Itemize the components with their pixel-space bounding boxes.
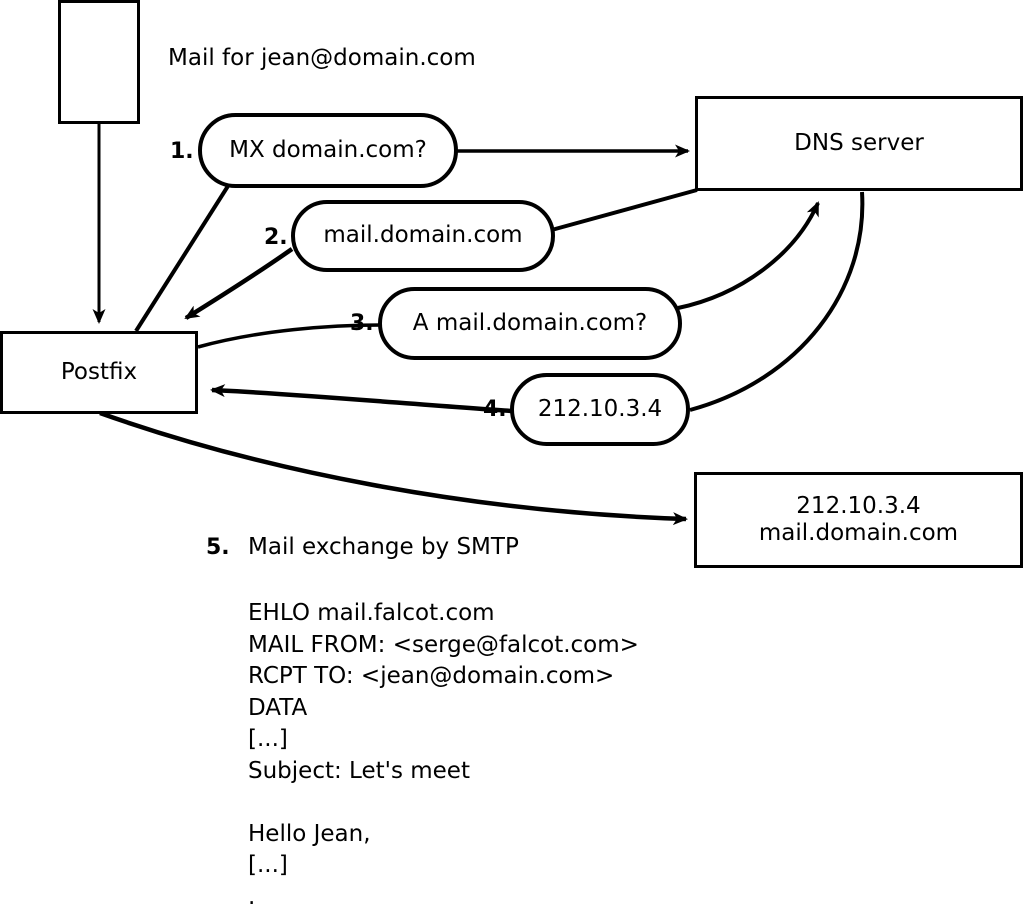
dns-server-node: DNS server	[695, 96, 1023, 191]
step-3-label: A mail.domain.com?	[412, 309, 648, 336]
step-2-label: mail.domain.com	[323, 222, 523, 249]
postfix-label: Postfix	[60, 358, 138, 385]
postfix-node: Postfix	[0, 331, 198, 414]
step-4-number: 4.	[483, 397, 507, 422]
step-1-number: 1.	[170, 139, 194, 164]
step-5-heading: Mail exchange by SMTP	[248, 534, 519, 560]
smtp-transcript: EHLO mail.falcot.com MAIL FROM: <serge@f…	[248, 600, 639, 910]
step-1-label: MX domain.com?	[229, 136, 427, 163]
wire-step3-to-dns	[677, 201, 820, 310]
wire-dns-to-step4	[689, 191, 865, 412]
step-3-number: 3.	[350, 311, 374, 336]
remote-mx-label: 212.10.3.4 mail.domain.com	[758, 492, 959, 546]
mail-for-note: Mail for jean@domain.com	[168, 45, 476, 71]
wire-postfix-to-remote-mx	[99, 410, 688, 526]
step-1-pill: MX domain.com?	[198, 113, 458, 188]
step-2-pill: mail.domain.com	[291, 200, 555, 272]
wire-step2-to-postfix	[184, 247, 294, 320]
remote-mx-node: 212.10.3.4 mail.domain.com	[694, 472, 1023, 568]
step-4-pill: 212.10.3.4	[510, 373, 690, 446]
wire-postfix-to-step3	[197, 323, 383, 349]
step-2-number: 2.	[264, 225, 288, 250]
step-4-label: 212.10.3.4	[537, 395, 663, 422]
wire-postfix-to-step1	[134, 184, 230, 333]
step-3-pill: A mail.domain.com?	[378, 287, 682, 360]
client-box	[58, 0, 140, 124]
step-5-number: 5.	[206, 535, 230, 560]
wire-dns-to-step2	[536, 188, 698, 236]
dns-server-label: DNS server	[794, 129, 924, 156]
wire-step4-to-postfix	[210, 384, 513, 414]
